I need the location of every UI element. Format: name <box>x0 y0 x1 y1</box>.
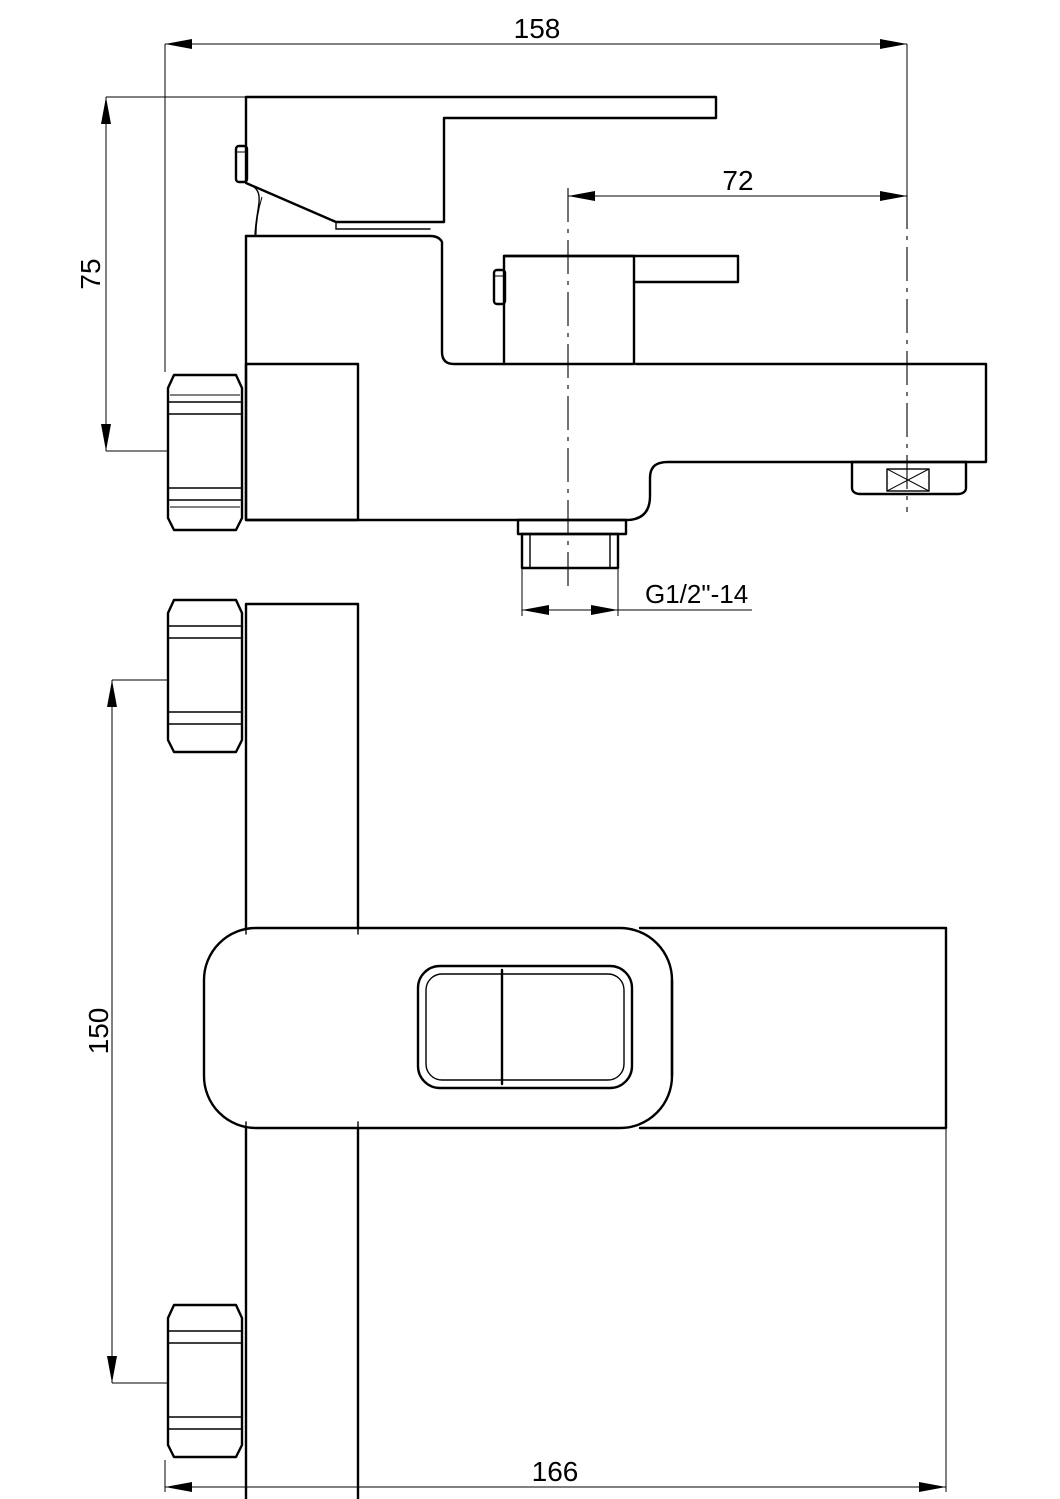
lever-top <box>416 964 634 1090</box>
dim-overall-width-top: 166 <box>164 1128 947 1492</box>
dim-center-distance: 150 <box>83 679 168 1384</box>
hex-nut-bottom <box>166 1303 244 1459</box>
hex-nut-side <box>166 373 244 532</box>
dim-overall-width-side: 158 <box>164 13 908 372</box>
lever-handle <box>244 95 718 224</box>
dim-label-thread: G1/2"-14 <box>645 579 748 609</box>
valve-body <box>244 234 506 366</box>
dim-outlet-thread: G1/2"-14 <box>521 568 752 616</box>
hex-nut-top <box>166 598 244 754</box>
shower-outlet <box>516 518 628 570</box>
dim-label-75: 75 <box>75 258 106 289</box>
diverter-knob <box>502 254 636 366</box>
dim-label-150: 150 <box>83 1008 114 1055</box>
side-view <box>166 95 988 588</box>
body-rounded-top <box>202 926 674 1130</box>
aerator <box>850 460 968 496</box>
top-view <box>166 598 948 1499</box>
dim-label-166: 166 <box>532 1456 579 1487</box>
lever-collar <box>245 182 431 237</box>
eccentric-plate <box>244 362 360 522</box>
dim-height: 75 <box>75 96 246 452</box>
dim-label-158: 158 <box>514 13 561 44</box>
diverter-screw <box>492 268 507 306</box>
dim-label-72: 72 <box>722 165 753 196</box>
lever-screw <box>234 144 249 184</box>
dim-spout-reach: 72 <box>568 165 907 201</box>
